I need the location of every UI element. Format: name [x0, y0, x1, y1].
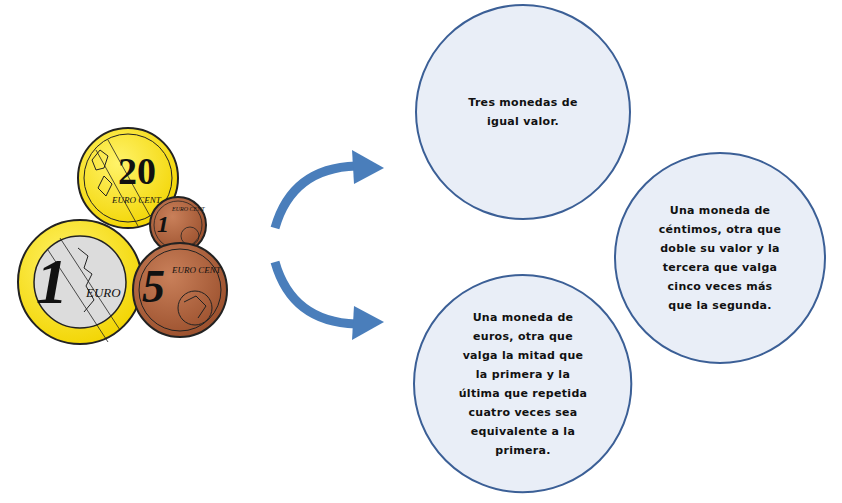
- node-text: Una moneda de euros, otra que valga la m…: [457, 308, 589, 460]
- coin-label: 20: [118, 152, 156, 190]
- coin-1-euro: [18, 220, 142, 344]
- curved-arrow: [275, 262, 384, 340]
- circle-node: Tres monedas de igual valor.: [414, 3, 632, 221]
- coin-label: EURO CENT: [172, 206, 205, 212]
- circle-outline: [414, 3, 632, 221]
- coin-label: 1: [157, 212, 169, 236]
- coin-label: 1: [36, 250, 68, 314]
- coin-5-cent: [133, 243, 227, 337]
- circle-outline: [613, 151, 827, 365]
- coin-label: EURO CENT: [172, 266, 221, 275]
- circle-node: Una moneda de euros, otra que valga la m…: [412, 273, 633, 494]
- coin-label: EURO: [86, 286, 121, 299]
- node-text: Una moneda de céntimos, otra que doble s…: [655, 201, 785, 315]
- node-text: Tres monedas de igual valor.: [463, 93, 583, 131]
- curved-arrow: [275, 150, 384, 228]
- coin-label: EURO CENT: [112, 196, 161, 205]
- circle-node: Una moneda de céntimos, otra que doble s…: [613, 151, 827, 365]
- coin-label: 5: [142, 264, 165, 310]
- circle-outline: [412, 273, 633, 494]
